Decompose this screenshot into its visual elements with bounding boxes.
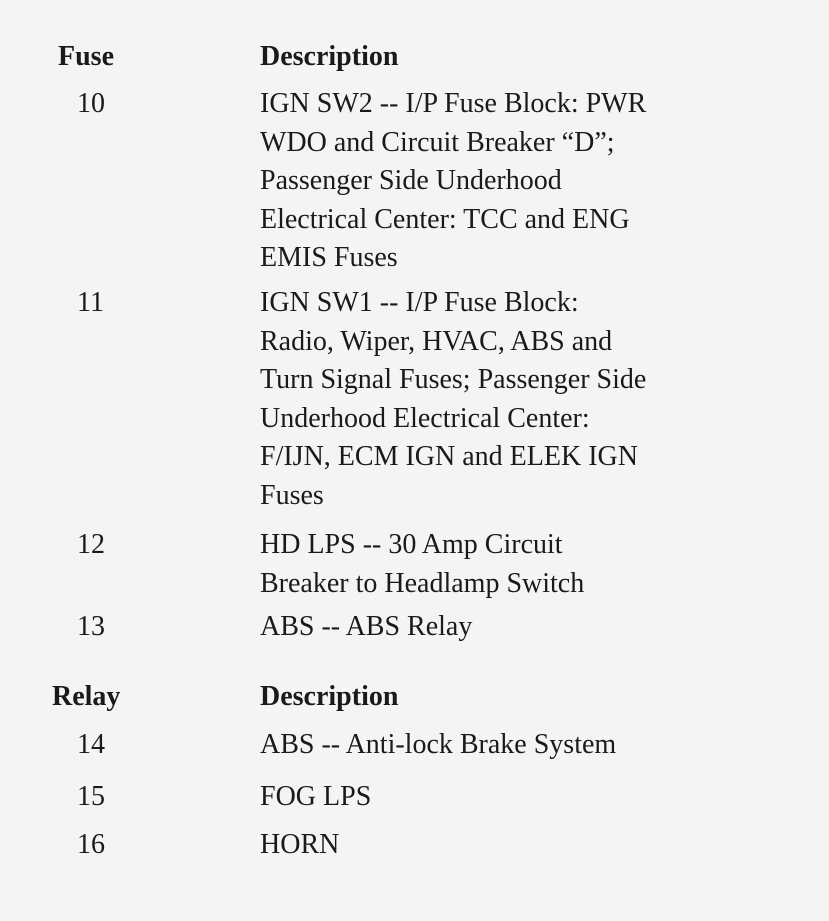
description-line: WDO and Circuit Breaker “D”; (260, 126, 615, 158)
relay-description: ABS -- Anti-lock Brake System (260, 729, 617, 760)
relay-number: 16 (77, 829, 105, 860)
fuse-column-header: Fuse (58, 41, 114, 72)
description-line: Electrical Center: TCC and ENG (260, 203, 630, 235)
description-line: Fuses (260, 479, 324, 511)
description-line: HD LPS -- 30 Amp Circuit (260, 529, 563, 560)
description-line: ABS -- ABS Relay (260, 611, 473, 642)
relay-description: HORN (260, 829, 340, 860)
description-line: Radio, Wiper, HVAC, ABS and (260, 325, 613, 357)
description-line: Passenger Side Underhood (260, 165, 562, 196)
fuse-number: 12 (77, 529, 105, 560)
description-line: EMIS Fuses (260, 242, 398, 273)
relay-number: 15 (77, 781, 105, 812)
fuse-description: ABS -- ABS Relay (260, 608, 472, 647)
fuse-number: 10 (77, 88, 105, 119)
description-line: Turn Signal Fuses; Passenger Side (260, 364, 647, 395)
fuse-description: HD LPS -- 30 Amp Circuit Breaker to Head… (260, 526, 584, 603)
description-line: Breaker to Headlamp Switch (260, 567, 585, 599)
relay-column-header: Relay (52, 681, 121, 712)
fuse-number: 13 (77, 611, 105, 642)
description-column-header: Description (260, 681, 399, 712)
description-line: Underhood Electrical Center: (260, 402, 590, 434)
fuse-number: 11 (77, 287, 104, 318)
fuse-description: IGN SW2 -- I/P Fuse Block: PWR WDO and C… (260, 85, 646, 278)
relay-description: FOG LPS (260, 781, 372, 812)
description-line: IGN SW2 -- I/P Fuse Block: PWR (260, 88, 647, 119)
description-line: IGN SW1 -- I/P Fuse Block: (260, 287, 579, 318)
description-line: F/IJN, ECM IGN and ELEK IGN (260, 441, 638, 472)
fuse-description: IGN SW1 -- I/P Fuse Block: Radio, Wiper,… (260, 284, 646, 515)
description-column-header: Description (260, 41, 399, 72)
relay-number: 14 (77, 729, 105, 760)
